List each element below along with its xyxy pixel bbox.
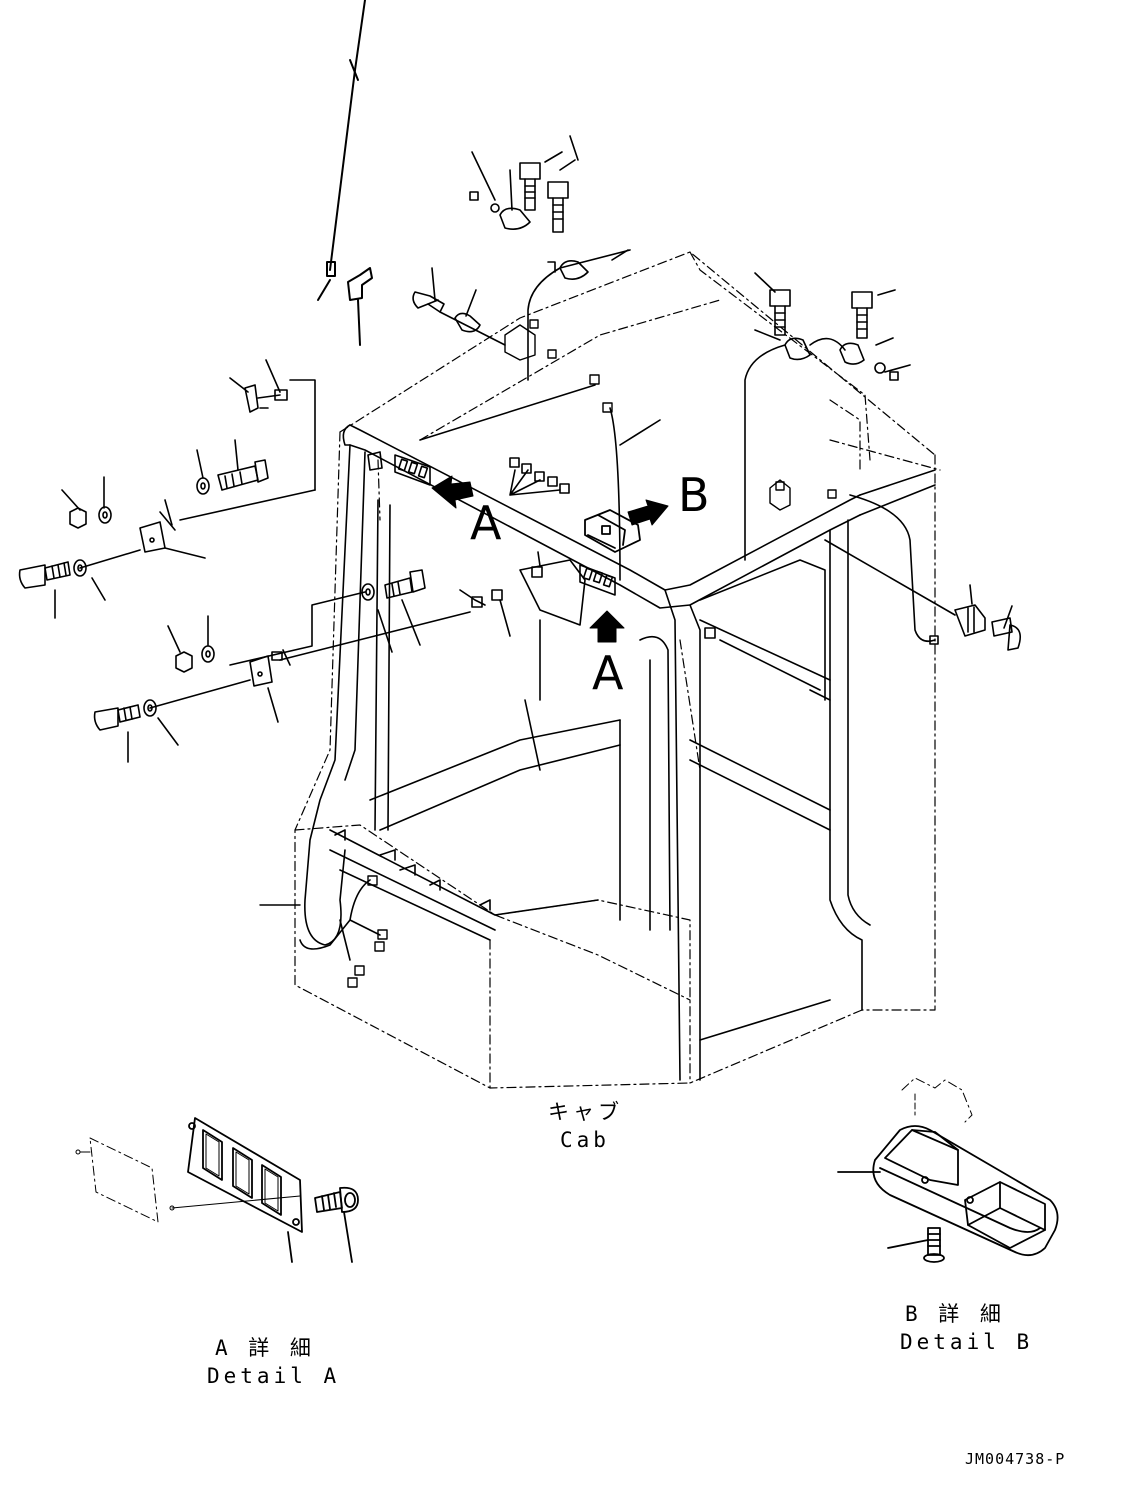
cab-label-en: Cab: [560, 1128, 610, 1152]
lower-left-connectors: [259, 875, 388, 988]
view-arrow-a-upper: [431, 475, 474, 509]
cab-lamp-unit: [584, 509, 641, 553]
detail-a-title-jp: A 詳 細: [215, 1336, 315, 1360]
detail-a-title-en: Detail A: [207, 1364, 341, 1388]
detail-b-drawing: [837, 1077, 1059, 1263]
leader-lines: [611, 249, 661, 446]
bolt-3: [769, 289, 791, 336]
detail-a-bolt: [314, 1186, 359, 1213]
roof-clamps-right: [754, 272, 911, 381]
bolt-1: [519, 162, 541, 211]
roof-connectors: [504, 319, 837, 511]
cab-frame: [304, 424, 936, 1081]
view-arrows: [431, 475, 669, 643]
view-arrow-b: [627, 499, 669, 526]
bolt-4: [851, 291, 873, 339]
detail-b-title-jp: B 詳 細: [905, 1302, 1005, 1326]
view-label-a-upper: A: [470, 496, 502, 550]
antenna: [317, 0, 373, 346]
roof-clamps-left: [469, 135, 589, 280]
wire-harness: [299, 249, 936, 961]
cab-label-jp: キャブ: [548, 1100, 623, 1124]
detail-a-drawing: [75, 1117, 359, 1263]
detail-b-screw: [923, 1227, 945, 1263]
front-beam-switch-plates: [367, 451, 616, 626]
left-brackets: [18, 359, 316, 619]
view-label-b: B: [678, 468, 710, 522]
detail-b-title-en: Detail B: [900, 1330, 1034, 1354]
bolt-2: [547, 181, 569, 233]
cab-phantom-outline: [294, 251, 941, 1089]
roof-switch-bolt: [412, 267, 506, 346]
view-arrow-a-lower: [589, 610, 625, 643]
left-brackets-lower: [93, 551, 543, 763]
drawing-reference-number: JM004738-P: [965, 1450, 1066, 1468]
view-label-a-lower: A: [592, 646, 624, 700]
right-side-bolt: [704, 539, 1021, 651]
